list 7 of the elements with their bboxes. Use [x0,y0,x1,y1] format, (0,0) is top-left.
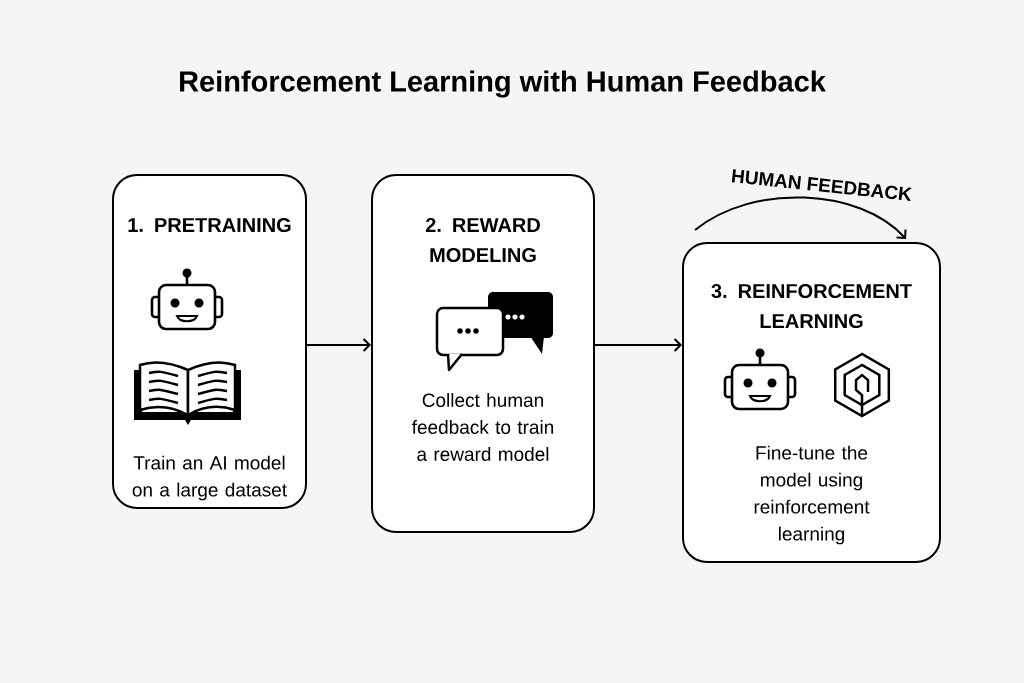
arrow [306,338,371,352]
process-box: 2. REWARD MODELING Collect human feedback to train a reward model [371,174,595,533]
process-box: 3. REINFORCEMENT LEARNING Fine-tune the model using reinforcement learning [682,242,941,563]
arrow [594,338,682,352]
curved-arrow [694,196,907,239]
edge-label: HUMAN FEEDBACK [731,169,912,201]
title: Reinforcement Learning with Human Feedback [180,70,826,98]
